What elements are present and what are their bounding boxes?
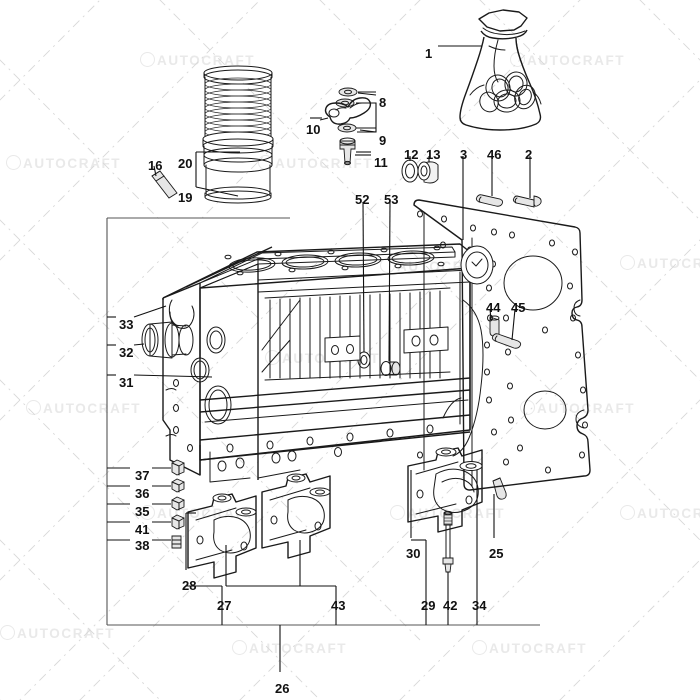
callout-label-block-face[interactable]: 31 xyxy=(119,375,134,390)
callout-label-dowel-pin-short[interactable]: 44 xyxy=(486,300,501,315)
callout-label-cap-screw-main[interactable]: 29 xyxy=(421,598,436,613)
callout-label-bushing[interactable]: 13 xyxy=(426,147,441,162)
callout-label-washer-lower[interactable]: 9 xyxy=(379,133,387,148)
callout-label-rocker-lever[interactable]: 10 xyxy=(306,122,321,137)
callout-label-parts-bag[interactable]: 1 xyxy=(425,46,433,61)
part-stud-bolt-42 xyxy=(442,510,454,573)
part-rocker-lever-group xyxy=(310,87,377,166)
part-dowel-44-45 xyxy=(489,315,522,349)
callout-label-stud-bolt[interactable]: 42 xyxy=(443,598,458,613)
callout-label-lock-washer[interactable]: 35 xyxy=(135,504,150,519)
callout-label-main-bearing-cap-set[interactable]: 27 xyxy=(217,598,232,613)
callout-label-cylinder-liner[interactable]: 20 xyxy=(178,156,193,171)
callout-label-capscrew[interactable]: 2 xyxy=(525,147,533,162)
callout-label-dowel[interactable]: 46 xyxy=(487,147,502,162)
callout-label-bolt[interactable]: 11 xyxy=(374,155,388,170)
callout-label-plug-small[interactable]: 52 xyxy=(355,192,370,207)
part-plug-53 xyxy=(380,361,401,376)
part-main-bearing-caps xyxy=(187,447,483,579)
part-hardware-stack xyxy=(171,459,185,549)
callout-label-dowel-pin-long[interactable]: 45 xyxy=(511,300,526,315)
callout-label-nut[interactable]: 37 xyxy=(135,468,150,483)
callout-label-washer[interactable]: 8 xyxy=(379,95,387,110)
callout-label-dowel-pin-rear[interactable]: 25 xyxy=(489,546,504,561)
diagram-frame xyxy=(106,217,540,626)
callout-label-thrust-bearing-cap[interactable]: 30 xyxy=(406,546,421,561)
part-flywheel-housing xyxy=(413,199,591,491)
callout-label-main-bearing-cap-rear[interactable]: 28 xyxy=(182,578,197,593)
callout-label-nut-alt[interactable]: 41 xyxy=(135,522,150,537)
part-cylinder-liner xyxy=(202,65,274,204)
callout-label-dowel-pin[interactable]: 16 xyxy=(148,158,163,173)
part-dowel-46 xyxy=(475,194,504,207)
part-dowel-25 xyxy=(492,477,507,500)
part-capscrew-2 xyxy=(512,195,542,208)
callout-label-bearing-shell[interactable]: 34 xyxy=(472,598,487,613)
callout-label-dowel-sleeve[interactable]: 38 xyxy=(135,538,150,553)
callout-label-flywheel-housing[interactable]: 3 xyxy=(460,147,468,162)
part-cylinder-block xyxy=(141,243,471,483)
callout-label-o-ring[interactable]: 12 xyxy=(404,147,419,162)
callout-label-liner-seal-ring[interactable]: 19 xyxy=(178,190,193,205)
part-parts-bag xyxy=(459,9,542,131)
callout-label-main-bearing-caps[interactable]: 43 xyxy=(331,598,346,613)
callout-label-washer-main[interactable]: 36 xyxy=(135,486,150,501)
callout-label-water-inlet[interactable]: 32 xyxy=(119,345,134,360)
callout-label-cylinder-block-assembly[interactable]: 26 xyxy=(275,681,290,696)
callout-label-block-boss[interactable]: 33 xyxy=(119,317,134,332)
callout-label-plug-large[interactable]: 53 xyxy=(384,192,399,207)
part-oring-bushing xyxy=(401,159,439,184)
